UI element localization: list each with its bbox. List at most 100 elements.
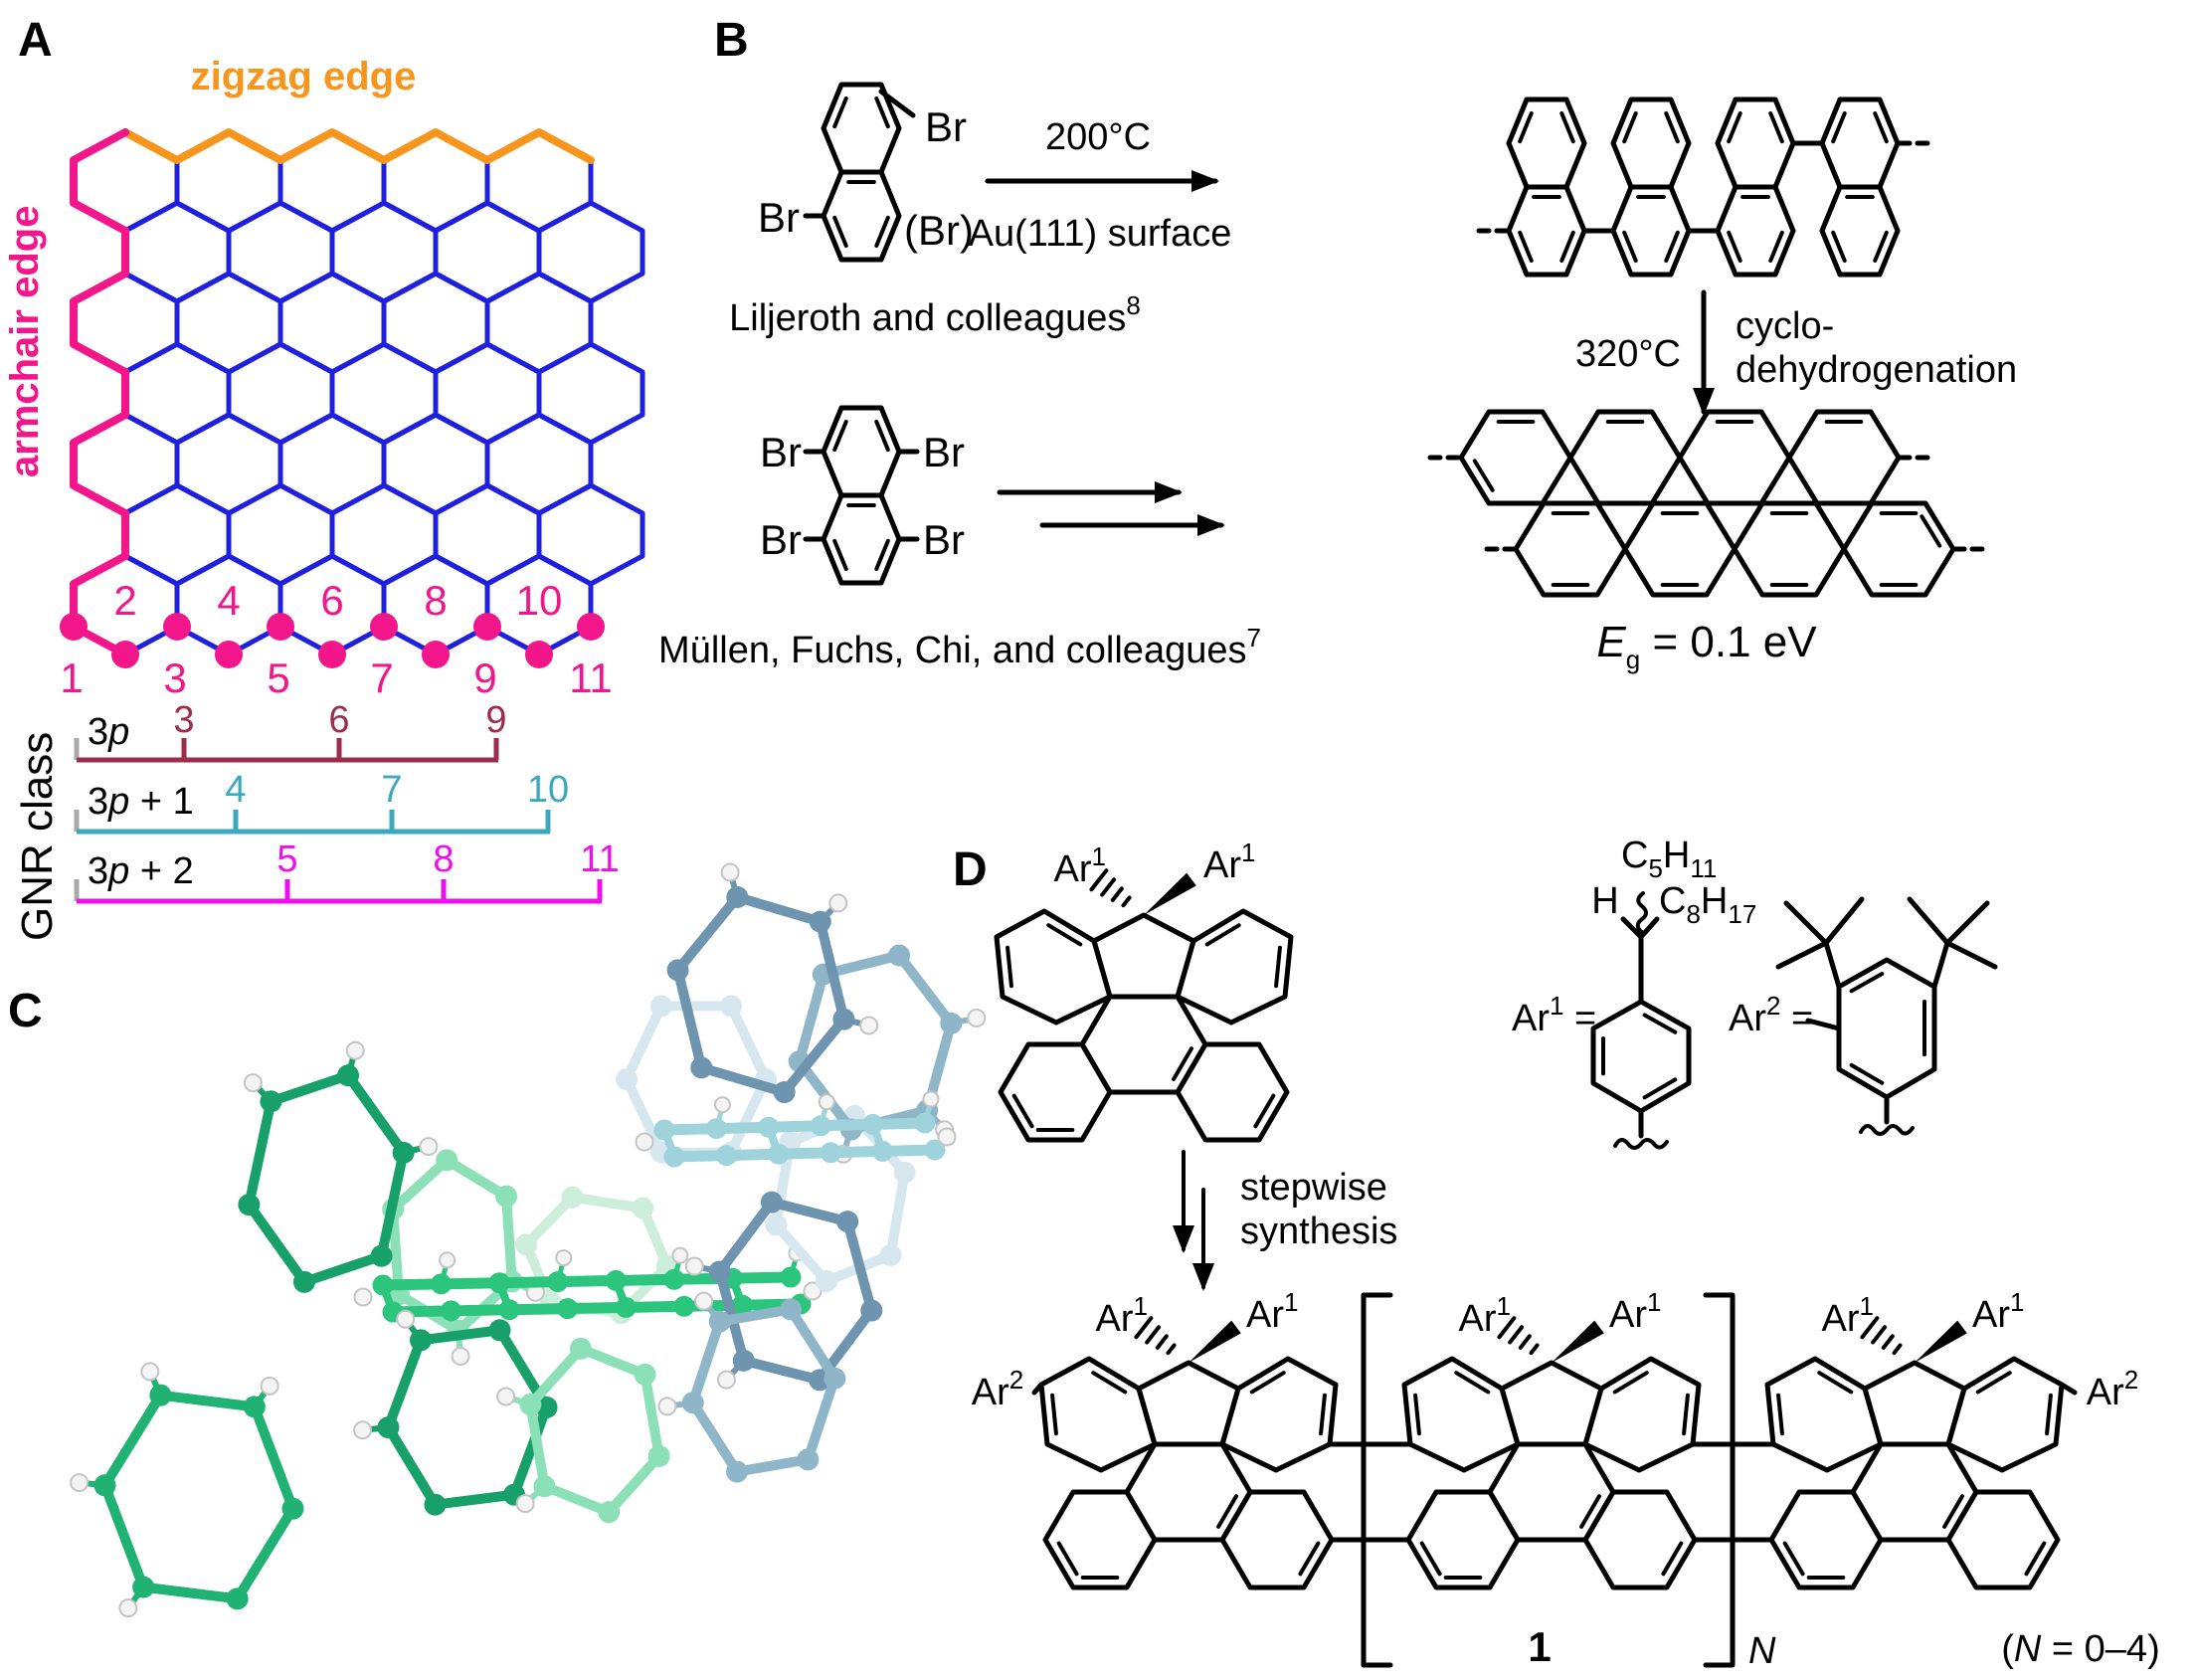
stereo-hash-bond [1166,1343,1177,1356]
bond-stick [298,1250,387,1287]
double-bond-tick [1298,1541,1321,1577]
bond-stick [376,1147,409,1261]
atom-ball [561,1186,584,1209]
double-bond-tick [1091,1371,1128,1395]
class-tick-number: 3 [173,699,194,741]
gnr-class-axis-label: GNR class [13,732,62,941]
atom-ball [716,1370,736,1390]
stereo-hash-bond [1089,868,1109,892]
atom-ball [238,1194,261,1216]
lattice-hexagon [433,200,542,304]
atom-ball [810,1115,831,1137]
atom-ball [681,1392,704,1414]
lattice-hexagon [277,412,387,516]
atom-ball [515,1233,538,1256]
atom-ball [140,1362,160,1382]
class-tick-number: 7 [381,769,402,811]
atom-ball [281,1497,304,1520]
cyclodehydrogenation-label-line2: dehydrogenation [1736,349,2017,391]
atom-ball [860,1299,883,1322]
double-bond-tick [1642,1077,1678,1100]
double-bond-tick [1319,1393,1327,1436]
bond-stick [622,1074,666,1158]
gnr-class-row-label-3p: 3p [88,711,129,753]
double-bond-tick [1849,972,1885,994]
class-tick-number: 9 [485,699,506,741]
tbu-bond [1931,940,1950,990]
class-tick-number: 8 [433,839,454,880]
panel-a-label: A [18,14,53,67]
stereo-hash-bond [1145,1325,1162,1345]
monomer-ring [1175,908,1294,1026]
stereo-hash-bond [1155,1334,1169,1350]
tbu-bond [1775,940,1829,970]
lattice-hexagon [277,271,387,375]
monomer-ring [1038,1356,1158,1473]
lattice-hexagon [433,482,542,587]
lattice-vertex-dot [60,613,88,641]
pentyl-chain-label: C5H11 [1621,835,1717,883]
bond-stick [687,1398,743,1477]
lattice-hexagon [329,200,439,304]
atom-ball [260,1376,279,1396]
lattice-hexagon [174,271,283,375]
lattice-vertex-dot [215,641,243,668]
bond-stick [244,1200,309,1287]
bond-stick [732,891,825,927]
double-bond-tick [1518,230,1534,264]
lattice-hexagon [226,200,335,304]
atom-ball [765,1213,788,1236]
br-substituent-label: Br [760,516,802,563]
zigzag-edge-label: zigzag edge [191,55,417,98]
lattice-hexagon [71,271,180,375]
double-bond-tick [1849,1062,1885,1085]
atom-ball [260,1090,282,1113]
bond-stick [726,1001,771,1084]
lattice-hexagon [433,341,542,446]
bond-stick [379,1283,397,1314]
gnr-ring [1677,409,1792,506]
bond-stick [539,1481,615,1518]
stereo-hash-bond [1497,1316,1517,1340]
stereo-wedge-bond [1552,1320,1604,1363]
atom-ball [720,995,742,1018]
gnr-ring [1841,500,1956,598]
atom-ball [392,1141,415,1164]
tbu-bond [1907,896,1950,946]
monomer-ring [1945,1356,2065,1473]
atom-ball [634,1363,656,1386]
atom-ball [226,1587,249,1610]
bond-stick [779,1014,849,1098]
lattice-hexagon [226,341,335,446]
monomer-ring [1405,1489,1521,1590]
arrow-head [1192,1263,1214,1291]
bond-stick [575,1343,650,1380]
ar2-label: Ar2 [972,1365,1023,1413]
gnr-ring [1786,409,1902,506]
bond-stick [738,1355,825,1386]
panel-d-label: D [953,843,988,896]
br-substituent-label: Br [925,103,967,150]
double-bond-tick [1727,230,1742,264]
double-bond-tick [1920,514,1942,548]
lattice-hexagon [329,482,439,587]
panel-d-synthesis-graphic [994,868,2078,1668]
atom-ball [488,1319,511,1342]
ar1-phenyl-ring [1590,999,1692,1114]
vertex-number: 8 [424,577,447,624]
double-bond-tick [1831,110,1847,144]
bond-stick [726,1074,771,1158]
double-bond-tick [1216,1494,1239,1529]
atom-ball [353,1287,373,1307]
repeat-bracket-close [1703,1292,1736,1668]
double-bond-tick [1006,945,1013,989]
atom-ball [671,1246,689,1264]
atom-ball [635,1132,654,1152]
ar2-label: Ar2 [2087,1365,2138,1413]
lattice-vertex-dot [577,613,605,641]
bond-stick [430,1489,520,1510]
monomer-ring [998,1041,1113,1143]
atom-ball [820,1142,841,1164]
atom-ball [370,1244,393,1267]
